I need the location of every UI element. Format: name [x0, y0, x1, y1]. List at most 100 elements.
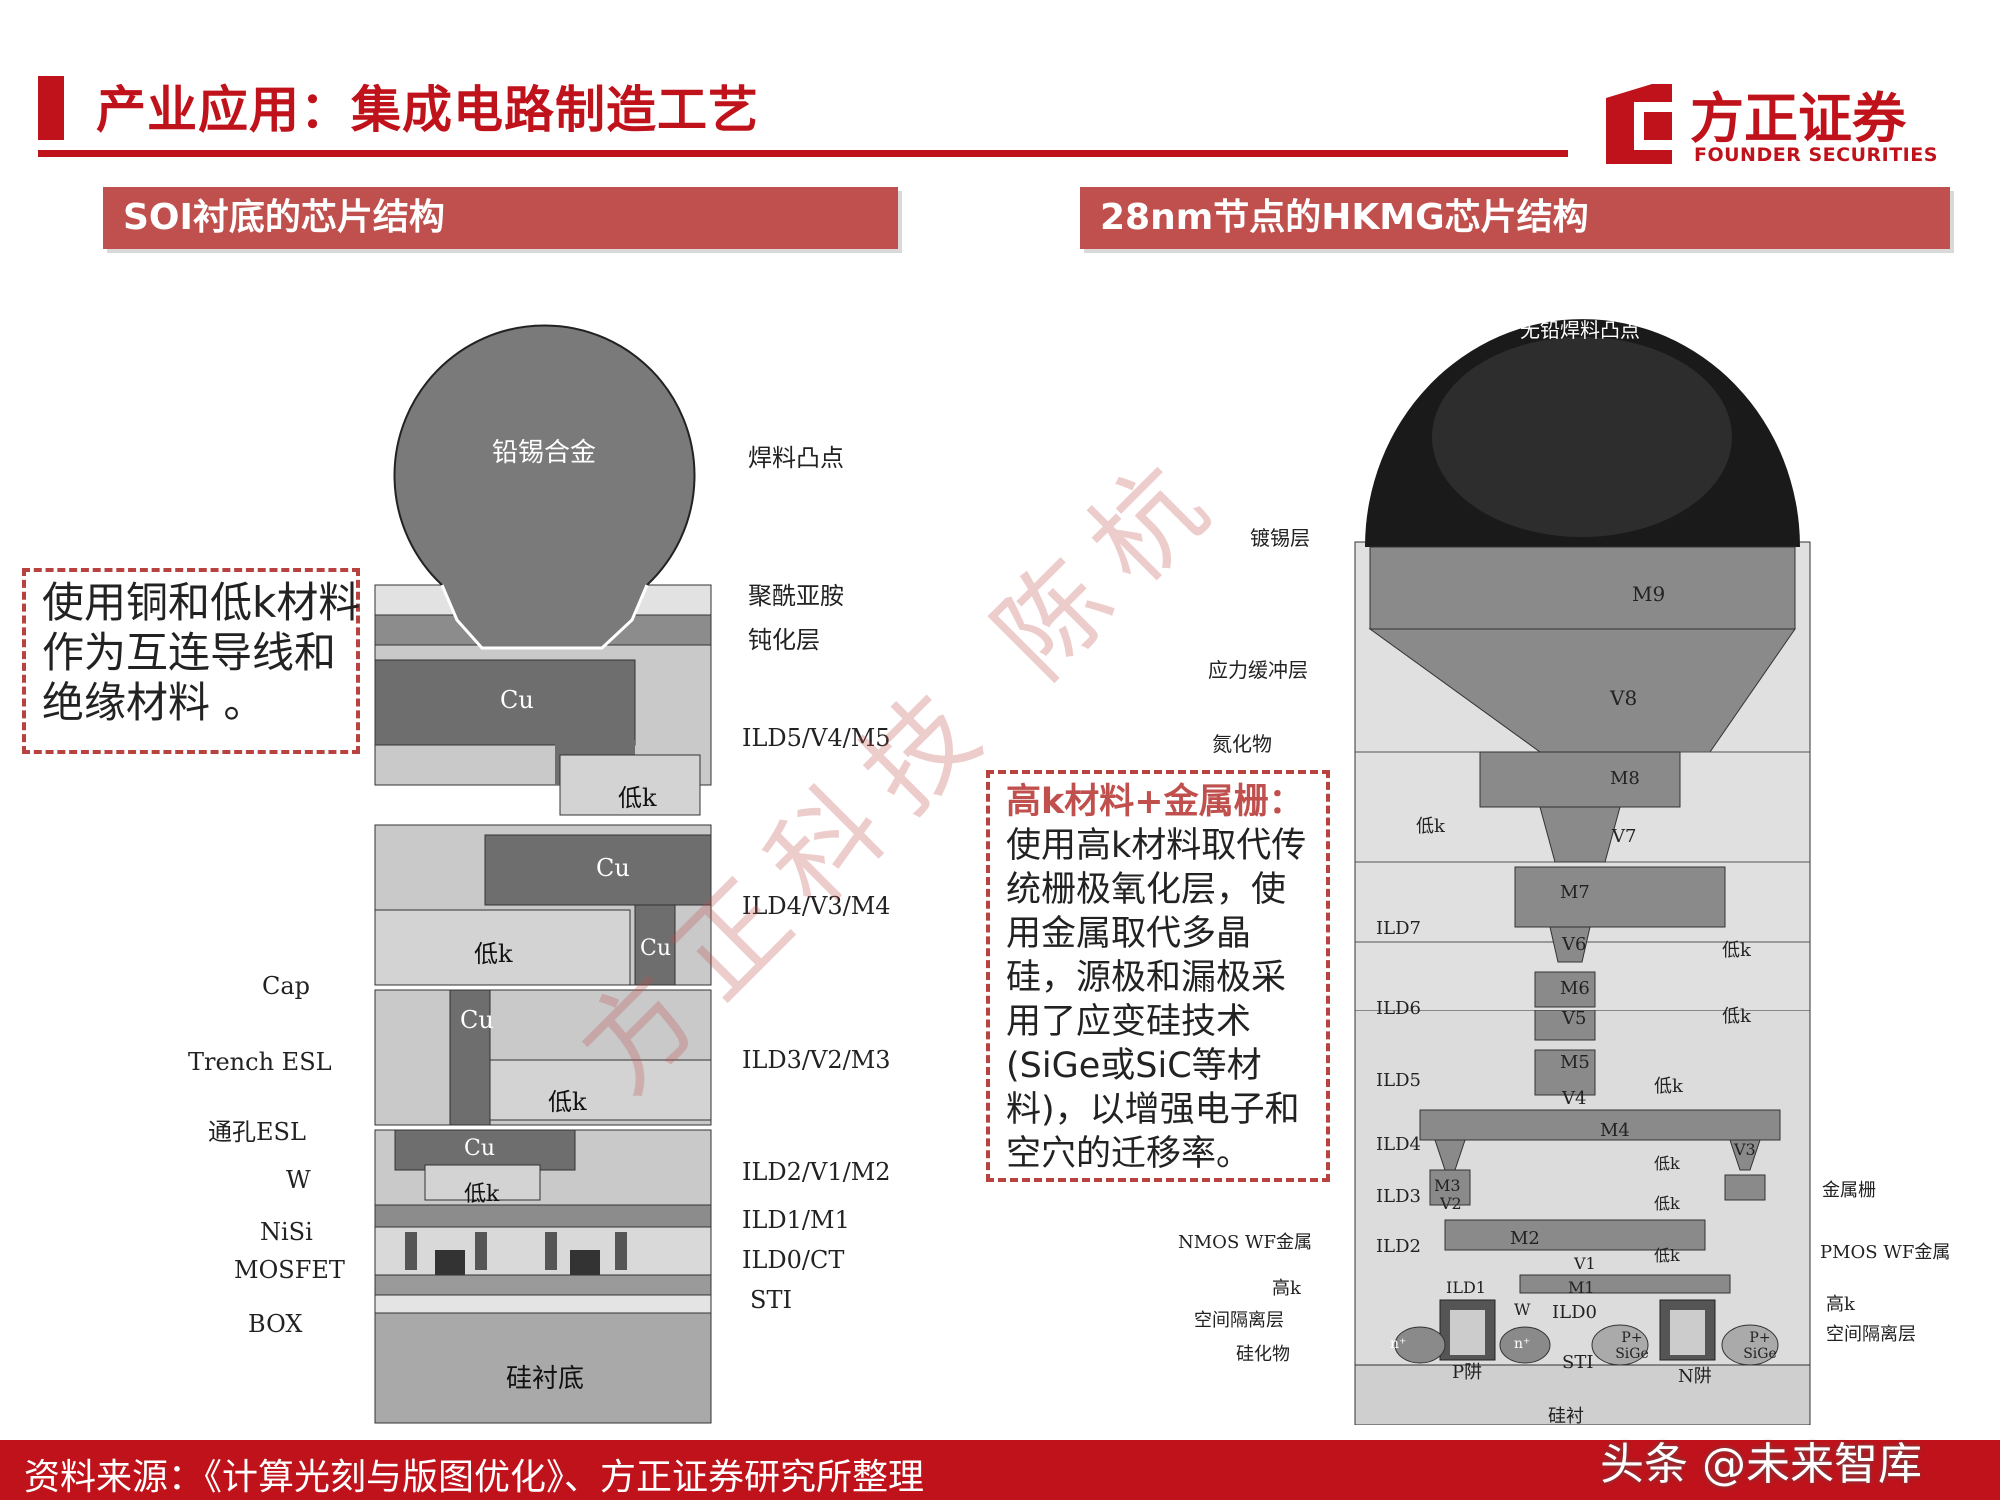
ild-label: ILD1: [1446, 1278, 1486, 1297]
label-high-k: 高k: [1826, 1294, 1855, 1315]
psige-label: P+ SiGe: [1615, 1330, 1649, 1362]
p-well-label: P阱: [1452, 1362, 1483, 1383]
hkmg-lower-stack-figure: [1354, 1010, 1811, 1425]
ild-label: ILD6: [1376, 998, 1421, 1019]
psige-label: P+ SiGe: [1743, 1330, 1777, 1362]
lowk-label: 低k: [548, 1088, 587, 1116]
title-rule: [38, 150, 1568, 157]
section-header-soi: SOI衬底的芯片结构: [103, 187, 898, 249]
via-v6: V6: [1562, 934, 1587, 955]
footer-bar: [0, 1440, 2000, 1500]
callout-highlight: 高k材料+金属栅：: [1006, 782, 1304, 822]
metal-m9: M9: [1632, 582, 1666, 606]
label-spacer: 空间隔离层: [1826, 1324, 1916, 1345]
n-well-label: N阱: [1678, 1366, 1712, 1387]
layer-label-ild3: ILD3/V2/M3: [742, 1046, 891, 1074]
w-label: W: [1514, 1300, 1531, 1319]
metal-m3: M3: [1434, 1176, 1461, 1195]
substrate-label: 硅衬底: [506, 1364, 585, 1394]
label-spacer: 空间隔离层: [1194, 1310, 1284, 1331]
callout-text-right: 高k材料+金属栅：使用高k材料取代传统栅极氧化层，使用金属取代多晶硅，源极和漏极…: [1006, 780, 1316, 1176]
label-mosfet: MOSFET: [234, 1256, 345, 1284]
lowk-label: 低k: [1722, 940, 1751, 961]
lowk-label: 低k: [618, 784, 657, 812]
lowk-label: 低k: [1416, 816, 1445, 837]
lowk-label: 低k: [1654, 1076, 1683, 1097]
label-stress-buffer: 应力缓冲层: [1208, 658, 1308, 682]
lowk-label: 低k: [1654, 1194, 1680, 1213]
via-v1: V1: [1574, 1254, 1596, 1273]
layer-label-ild5: ILD5/V4/M5: [742, 724, 891, 752]
layer-label-ild2: ILD2/V1/M2: [742, 1158, 891, 1186]
nplus-label: n⁺: [1390, 1336, 1407, 1352]
layer-label-passivation: 钝化层: [748, 626, 820, 654]
cu-label: Cu: [640, 936, 672, 961]
metal-m7: M7: [1560, 882, 1590, 903]
callout-box-right: [986, 770, 1330, 1182]
label-trench-esl: Trench ESL: [188, 1048, 332, 1076]
label-silicide: 硅化物: [1236, 1344, 1290, 1365]
founder-logo-icon: [1606, 84, 1672, 164]
footer-watermark: 头条 @未来智库: [1600, 1439, 1922, 1490]
callout-text-left: 使用铜和低k材料作为互连导线和绝缘材料 。: [42, 578, 361, 727]
section-header-hkmg: 28nm节点的HKMG芯片结构: [1080, 187, 1950, 249]
title-accent-bar: [38, 76, 64, 140]
label-metal-gate: 金属栅: [1822, 1180, 1876, 1201]
via-v4: V4: [1562, 1088, 1587, 1109]
ild-label: ILD0: [1552, 1302, 1597, 1323]
page-title: 产业应用：集成电路制造工艺: [96, 81, 759, 139]
label-nmos-wf-metal: NMOS WF金属: [1178, 1232, 1312, 1253]
substrate-label: 硅衬: [1548, 1406, 1584, 1427]
layer-label-sti: STI: [750, 1286, 792, 1314]
bump-inner-label: 无铅焊料凸点: [1520, 318, 1640, 342]
bump-label: 焊料凸点: [748, 444, 844, 472]
label-box: BOX: [248, 1310, 303, 1338]
lowk-label: 低k: [1722, 1006, 1751, 1027]
label-nitride: 氮化物: [1212, 732, 1272, 756]
via-v7: V7: [1612, 826, 1637, 847]
sti-label: STI: [1562, 1352, 1594, 1373]
via-v5: V5: [1562, 1008, 1587, 1029]
metal-m4: M4: [1600, 1120, 1630, 1141]
label-nisi: NiSi: [260, 1218, 313, 1246]
nplus-label: n⁺: [1514, 1336, 1531, 1352]
lowk-label: 低k: [464, 1182, 500, 1207]
metal-m5: M5: [1560, 1052, 1590, 1073]
lowk-label: 低k: [1654, 1246, 1680, 1265]
cu-label: Cu: [464, 1136, 496, 1161]
layer-label-ild0: ILD0/CT: [742, 1246, 845, 1274]
ild-label: ILD7: [1376, 918, 1421, 939]
via-v2: V2: [1440, 1194, 1462, 1213]
metal-m2: M2: [1510, 1228, 1540, 1249]
via-v8: V8: [1610, 686, 1638, 710]
label-pmos-wf-metal: PMOS WF金属: [1820, 1242, 1951, 1263]
metal-m1: M1: [1568, 1278, 1595, 1297]
ild-label: ILD5: [1376, 1070, 1421, 1091]
metal-m8: M8: [1610, 768, 1640, 789]
label-high-k: 高k: [1272, 1278, 1301, 1299]
footer-source: 资料来源：《计算光刻与版图优化》、方正证券研究所整理: [24, 1457, 925, 1498]
ild-label: ILD3: [1376, 1186, 1421, 1207]
logo-text-cn: 方正证券: [1690, 87, 1906, 150]
label-cap: Cap: [262, 972, 311, 1000]
layer-label-ild1: ILD1/M1: [742, 1206, 850, 1234]
layer-label-ild4: ILD4/V3/M4: [742, 892, 891, 920]
label-via-esl: 通孔ESL: [208, 1118, 306, 1146]
solder-bump-icon: [393, 324, 696, 650]
callout-box-left: [22, 568, 360, 754]
bump-inner-label: 铅锡合金: [492, 438, 597, 468]
lowk-label: 低k: [474, 940, 513, 968]
logo-text-en: FOUNDER SECURITIES: [1694, 144, 1938, 166]
cu-label: Cu: [460, 1006, 494, 1034]
cu-label: Cu: [596, 854, 630, 882]
label-w: W: [286, 1166, 311, 1194]
callout-body: 使用高k材料取代传统栅极氧化层，使用金属取代多晶硅，源极和漏极采用了应变硅技术(…: [1006, 826, 1307, 1174]
ild-label: ILD2: [1376, 1236, 1421, 1257]
layer-label-polyimide: 聚酰亚胺: [748, 582, 844, 610]
lowk-label: 低k: [1654, 1154, 1680, 1173]
metal-m6: M6: [1560, 978, 1590, 999]
via-v3: V3: [1734, 1140, 1756, 1159]
ild-label: ILD4: [1376, 1134, 1421, 1155]
cu-label: Cu: [500, 686, 534, 714]
label-tin-plating: 镀锡层: [1250, 526, 1310, 550]
